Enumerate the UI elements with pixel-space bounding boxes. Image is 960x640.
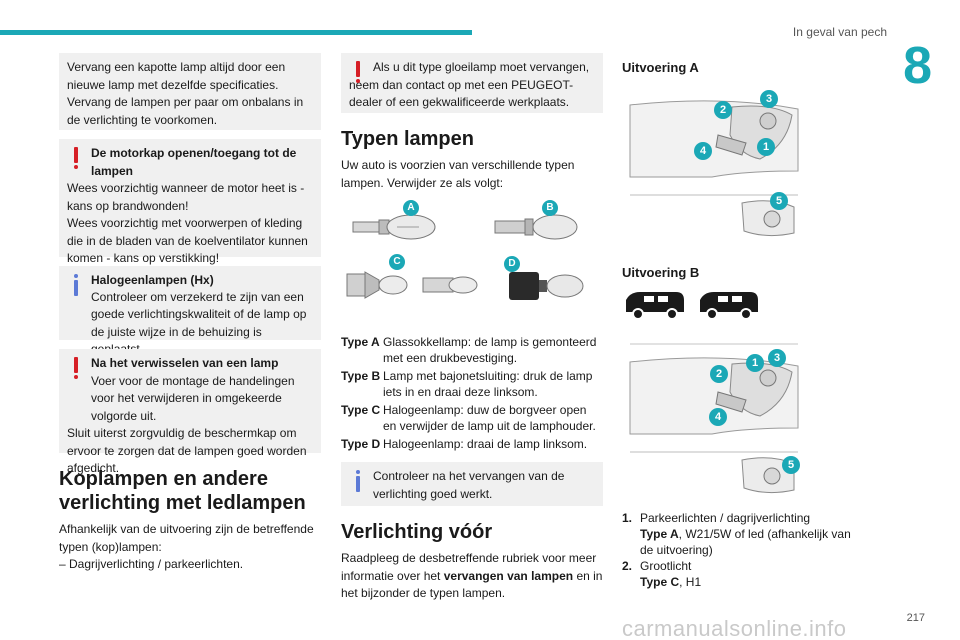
callout-4: 4 [709,408,727,426]
info-text-content: Controleer om verzekerd te zijn van een … [91,289,307,357]
notice-text: Vervang een kapotte lamp altijd door een… [67,60,304,127]
warning-title: De motorkap openen/toegang tot de lampen [91,146,297,178]
type-text: Halogeenlamp: duw de borgveer open en ve… [383,403,596,433]
info-box-check: Controleer na het vervangen van de verli… [341,462,603,506]
warning-icon [69,147,83,171]
bulb-list: 1. Parkeerlichten / dagrijverlichting Ty… [622,510,862,590]
section-text-post: en in het bijzonder de typen lampen. [341,568,603,601]
list-content: Grootlicht Type C, H1 [640,558,701,590]
version-b-title: Uitvoering B [622,265,700,280]
section-text-pre: Raadpleeg de desbetreffende rubriek voor… [341,551,597,583]
list-number: 2. [622,559,633,573]
warning-icon [351,61,365,85]
type-text: Lamp met bajonetsluiting: druk de lamp i… [383,369,593,399]
lamp-c-icon [346,271,478,299]
list-number: 1. [622,511,633,525]
warning-line-2: neem dan contact op met een PEUGEOT-deal… [349,77,574,110]
info-text: Controleer na het vervangen van de verli… [373,469,565,501]
warning-title: Na het verwisselen van een lamp [91,356,279,370]
info-title: Halogeenlampen (Hx) [91,273,214,287]
callout-2: 2 [710,365,728,383]
type-label: Type A [341,335,380,349]
list-rest: , W21/5W of led (afhankelijk van de uitv… [640,527,851,557]
type-text: Glassokkellamp: de lamp is gemonteerd me… [383,335,597,365]
type-text: Halogeenlamp: draai de lamp linksom. [383,437,588,451]
warning-text-1: Voer voor de montage de handelingen voor… [67,373,313,426]
callout-3: 3 [768,349,786,367]
lamp-d-badge: D [504,256,520,272]
list-detail: Type A, W21/5W of led (afhankelijk van d… [640,526,862,558]
section-title-koplampen: Koplampen en andere verlichting met ledl… [59,468,306,514]
van-long-icon [700,292,758,320]
section-text: Raadpleeg de desbetreffende rubriek voor… [341,550,603,603]
info-text: Controleer om verzekerd te zijn van een … [67,289,313,359]
lamp-a-icon [352,214,436,240]
lamp-c-badge: C [389,254,405,270]
header-title: In geval van pech [792,25,887,39]
info-box-halogen: Halogeenlampen (Hx) Controleer om verzek… [59,266,321,356]
header-accent-bar [0,30,472,35]
list-item: 1. Parkeerlichten / dagrijverlichting Ty… [622,510,862,558]
info-icon [351,470,365,494]
section-text-bold: vervangen van lampen [443,568,574,583]
section-title-verlichting-voor: Verlichting vóór [341,521,493,543]
callout-4: 4 [694,142,712,160]
section-title-typen: Typen lampen [341,128,474,150]
list-content: Parkeerlichten / dagrijverlichting Type … [640,510,862,558]
van-short-icon [626,292,684,320]
info-icon [69,274,83,298]
warning-box-after-replace: Na het verwisselen van een lamp Voer voo… [59,349,321,475]
list-item: 2. Grootlicht Type C, H1 [622,558,862,590]
type-label: Type D [341,437,381,451]
warning-line-2: Wees voorzichtig met voorwerpen of kledi… [67,216,308,265]
headlamp-figure-a: 2 3 4 1 5 [622,85,802,247]
lamp-a-badge: A [403,200,419,216]
lamp-b-badge: B [542,200,558,216]
callout-5: 5 [782,456,800,474]
section-text: Uw auto is voorzien van verschillende ty… [341,158,575,190]
vehicle-silhouettes [622,288,862,324]
list-line: Parkeerlichten / dagrijverlichting [640,511,811,525]
warning-line-1: Wees voorzichtig wanneer de motor heet i… [67,181,305,213]
callout-2: 2 [714,101,732,119]
callout-3: 3 [760,90,778,108]
list-detail: Type C, H1 [640,574,701,590]
watermark: carmanualsonline.info [622,616,847,640]
headlamp-a-drawing [629,100,799,237]
section-text: Afhankelijk van de uitvoering zijn de be… [59,522,314,554]
warning-text-2: Sluit uiterst zorgvuldig de beschermkap … [67,426,307,475]
headlamp-figure-b: 1 2 3 4 5 [622,336,802,504]
warning-box-dealer: Als u dit type gloeilamp moet vervangen,… [341,53,603,113]
callout-1: 1 [757,138,775,156]
list-type: Type A [640,527,679,541]
list-type: Type C [640,575,680,589]
lamp-b-icon [494,214,578,240]
warning-text-1-content: Voer voor de montage de handelingen voor… [91,373,295,423]
column-left: Vervang een kapotte lamp altijd door een… [59,53,321,574]
warning-icon [69,357,83,381]
column-middle: Als u dit type gloeilamp moet vervangen,… [341,53,603,603]
callout-5: 5 [770,192,788,210]
headlamp-b-drawing [629,343,799,494]
chapter-number: 8 [903,37,932,95]
list-rest: , H1 [679,575,702,589]
page-number: 217 [906,612,925,624]
notice-box: Vervang een kapotte lamp altijd door een… [59,53,321,130]
callout-1: 1 [746,354,764,372]
type-label: Type C [341,403,381,417]
version-a-title: Uitvoering A [622,60,699,75]
section-list-item: – Dagrijverlichting / parkeerlichten. [59,557,244,571]
column-right: Uitvoering A 2 3 4 1 5 Uitvoering B [622,53,862,590]
lamp-types-illustration: A B C D [341,200,603,312]
lamp-d-icon [509,272,584,300]
list-line: Grootlicht [640,559,692,573]
warning-line-1: Als u dit type gloeilamp moet vervangen, [373,60,590,74]
warning-box-bonnet: De motorkap openen/toegang tot de lampen… [59,139,321,265]
type-label: Type B [341,369,381,383]
